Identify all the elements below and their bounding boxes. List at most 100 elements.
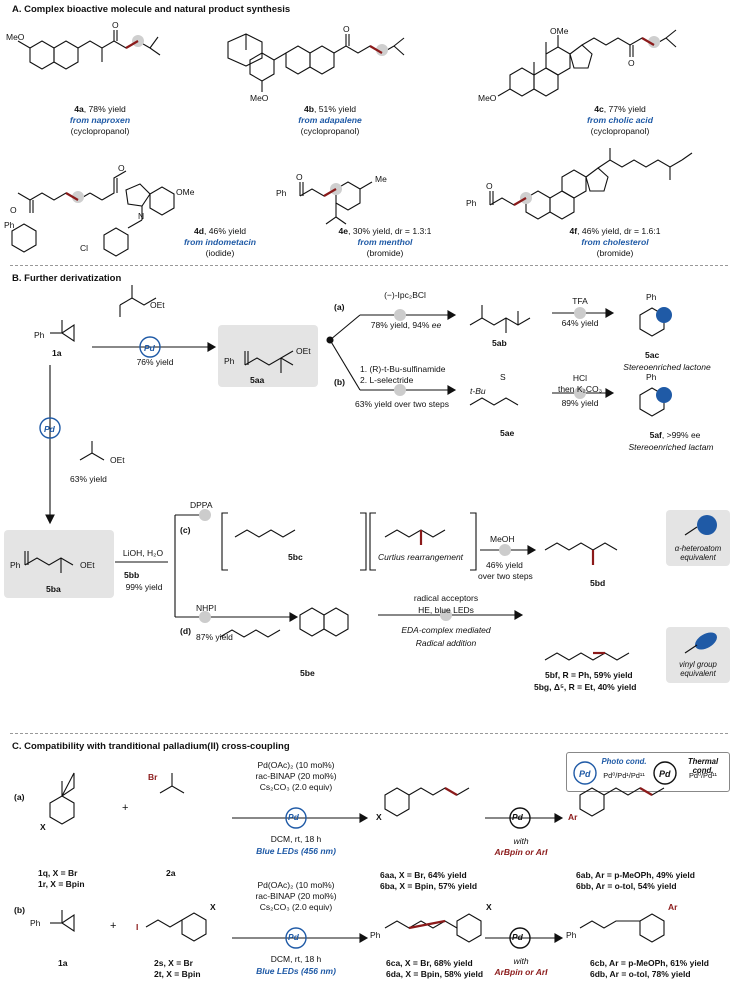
route-a-yield-text: 78% yield, 94%: [370, 320, 432, 330]
compound-yield: , 46% yield, dr = 1.6:1: [577, 226, 661, 236]
route-b-reagent1: 1. (R)-t-Bu-sulfinamide: [360, 364, 446, 374]
compound-source: from cholic acid: [587, 115, 653, 125]
atom-label: Ph: [10, 560, 21, 570]
compound-5bb: 5bb: [124, 570, 140, 580]
route-d-cond2: HE, blue LEDs: [418, 605, 474, 615]
legend-thermal-label: Thermal cond.: [687, 757, 719, 775]
atom-label: Me: [375, 174, 387, 184]
lactone-description: Stereoenriched lactone: [623, 362, 711, 372]
row-a-cond2: rac-BINAP (20 mol%): [255, 771, 337, 781]
yield-left: 63% yield: [70, 474, 107, 484]
vinyl-badge-label: vinyl group equivalent: [679, 660, 717, 678]
route-c-yield-b: over two steps: [478, 571, 533, 581]
ee-label: ee: [431, 320, 442, 330]
section-c-scheme: [49, 772, 665, 949]
plus-sign: +: [122, 802, 129, 814]
compound-id: 4f: [569, 226, 578, 236]
compound-precursor: (cyclopropanol): [590, 126, 650, 136]
pd-catalyst-icon: Pd: [144, 343, 155, 353]
atom-label: Ph: [34, 330, 45, 340]
section-divider: [10, 733, 728, 734]
product-6db: 6db, Ar = o-tol, 78% yield: [590, 969, 691, 979]
structure-4e: [299, 181, 373, 225]
route-c-step2: MeOH: [490, 534, 515, 544]
atom-label: Br: [148, 772, 158, 782]
compound-id: 4a: [74, 104, 84, 114]
atom-label: X: [486, 902, 492, 912]
row-a-with: with: [513, 836, 529, 846]
sm-2t: 2t, X = Bpin: [154, 969, 201, 979]
sm-1r: 1r, X = Bpin: [38, 879, 85, 889]
route-b-reagent2: 2. L-selectride: [360, 375, 414, 385]
compound-precursor: (cyclopropanol): [70, 126, 130, 136]
yield-top: 76% yield: [136, 357, 174, 367]
reagent-ester: OEt: [110, 455, 125, 465]
compound-5be: 5be: [300, 668, 315, 678]
reagent-ester: OEt: [150, 300, 165, 310]
atom-label: Ph: [30, 918, 41, 928]
lactam-description: Stereoenriched lactam: [628, 442, 714, 452]
row-a-cond1: Pd(OAc)₂ (10 mol%): [257, 760, 335, 770]
compound-5aa: 5aa: [250, 375, 265, 385]
legend-box: Pd Photo cond. Pd⁰/Pd¹/Pd¹¹ Pd Thermal c…: [566, 752, 730, 792]
photo-cycle-icon: Pd: [573, 761, 597, 785]
section-b-scheme: [24, 285, 717, 661]
product-6ab: 6ab, Ar = p-MeOPh, 49% yield: [576, 870, 695, 880]
caption-4b: 4b, 51% yield from adapalene (cyclopropa…: [270, 104, 390, 137]
compound-yield: , 78% yield: [83, 104, 126, 114]
row-a-tag: (a): [14, 792, 25, 802]
row-b-with: with: [513, 956, 529, 966]
compound-id: 4c: [594, 104, 604, 114]
compound-yield: , 77% yield: [603, 104, 646, 114]
row-b-cond2: rac-BINAP (20 mol%): [255, 891, 337, 901]
route-a-reagent: (−)-Ipc₂BCl: [384, 290, 426, 300]
legend-photo-cycle: Pd⁰/Pd¹/Pd¹¹: [603, 771, 645, 780]
compound-source: from naproxen: [69, 115, 131, 125]
atom-label: X: [376, 812, 382, 822]
atom-label: MeO: [6, 32, 25, 42]
radical-addition-label: Radical addition: [415, 638, 477, 648]
product-6cb: 6cb, Ar = p-MeOPh, 61% yield: [590, 958, 709, 968]
curtius-rearrangement-label: Curtius rearrangement: [378, 552, 464, 562]
route-d-yield: 87% yield: [196, 632, 233, 642]
atom-label: Ph: [646, 292, 657, 302]
product-5bg: 5bg, Δ⁵, R = Et, 40% yield: [534, 682, 637, 692]
route-d-cond1: radical acceptors: [413, 593, 479, 603]
compound-5ac: 5ac: [645, 350, 660, 360]
pd-catalyst-icon: Pd: [512, 932, 523, 942]
compound-5ae: 5ae: [500, 428, 515, 438]
product-6bb: 6bb, Ar = o-tol, 54% yield: [576, 881, 677, 891]
section-a-title: A. Complex bioactive molecule and natura…: [12, 4, 291, 15]
atom-label: Ar: [668, 902, 678, 912]
compound-yield: , 51% yield: [313, 104, 357, 114]
badge-heteroatom-box: [666, 510, 730, 566]
atom-label: O: [296, 172, 303, 182]
pd-catalyst-icon: Pd: [44, 424, 55, 434]
compound-1a: 1a: [52, 348, 62, 358]
product-6aa: 6aa, X = Br, 64% yield: [380, 870, 467, 880]
section-c-title: C. Compatibility with tranditional palla…: [12, 741, 290, 752]
route-c-tag: (c): [180, 525, 191, 535]
atom-label: O: [10, 205, 17, 215]
sm-2a: 2a: [166, 868, 176, 878]
sm-2s: 2s, X = Br: [154, 958, 193, 968]
compound-5bc: 5bc: [288, 552, 303, 562]
row-a-cond3: Cs₂CO₃ (2.0 equiv): [259, 782, 333, 792]
atom-label: MeO: [250, 93, 269, 103]
caption-4f: 4f, 46% yield, dr = 1.6:1 from cholester…: [540, 226, 690, 259]
sm-1q: 1q, X = Br: [38, 868, 78, 878]
atom-label: Ph: [276, 188, 287, 198]
compound-yield: , 46% yield: [203, 226, 247, 236]
pd-catalyst-icon: Pd: [288, 812, 299, 822]
reagent-ester: OEt: [296, 346, 311, 356]
row-b-cond4: DCM, rt, 18 h: [270, 954, 322, 964]
row-b-cond3: Cs₂CO₃ (2.0 equiv): [259, 902, 333, 912]
svg-text:Pd: Pd: [659, 769, 671, 779]
product-6ba: 6ba, X = Bpin, 57% yield: [380, 881, 478, 891]
row-b-cond5: Blue LEDs (456 nm): [256, 966, 336, 976]
compound-yield: , 30% yield, dr = 1.3:1: [348, 226, 432, 236]
yield-5bb: 99% yield: [125, 582, 163, 592]
atom-label: O: [628, 58, 635, 68]
route-a-step2: TFA: [572, 296, 588, 306]
product-5bf: 5bf, R = Ph, 59% yield: [545, 670, 633, 680]
